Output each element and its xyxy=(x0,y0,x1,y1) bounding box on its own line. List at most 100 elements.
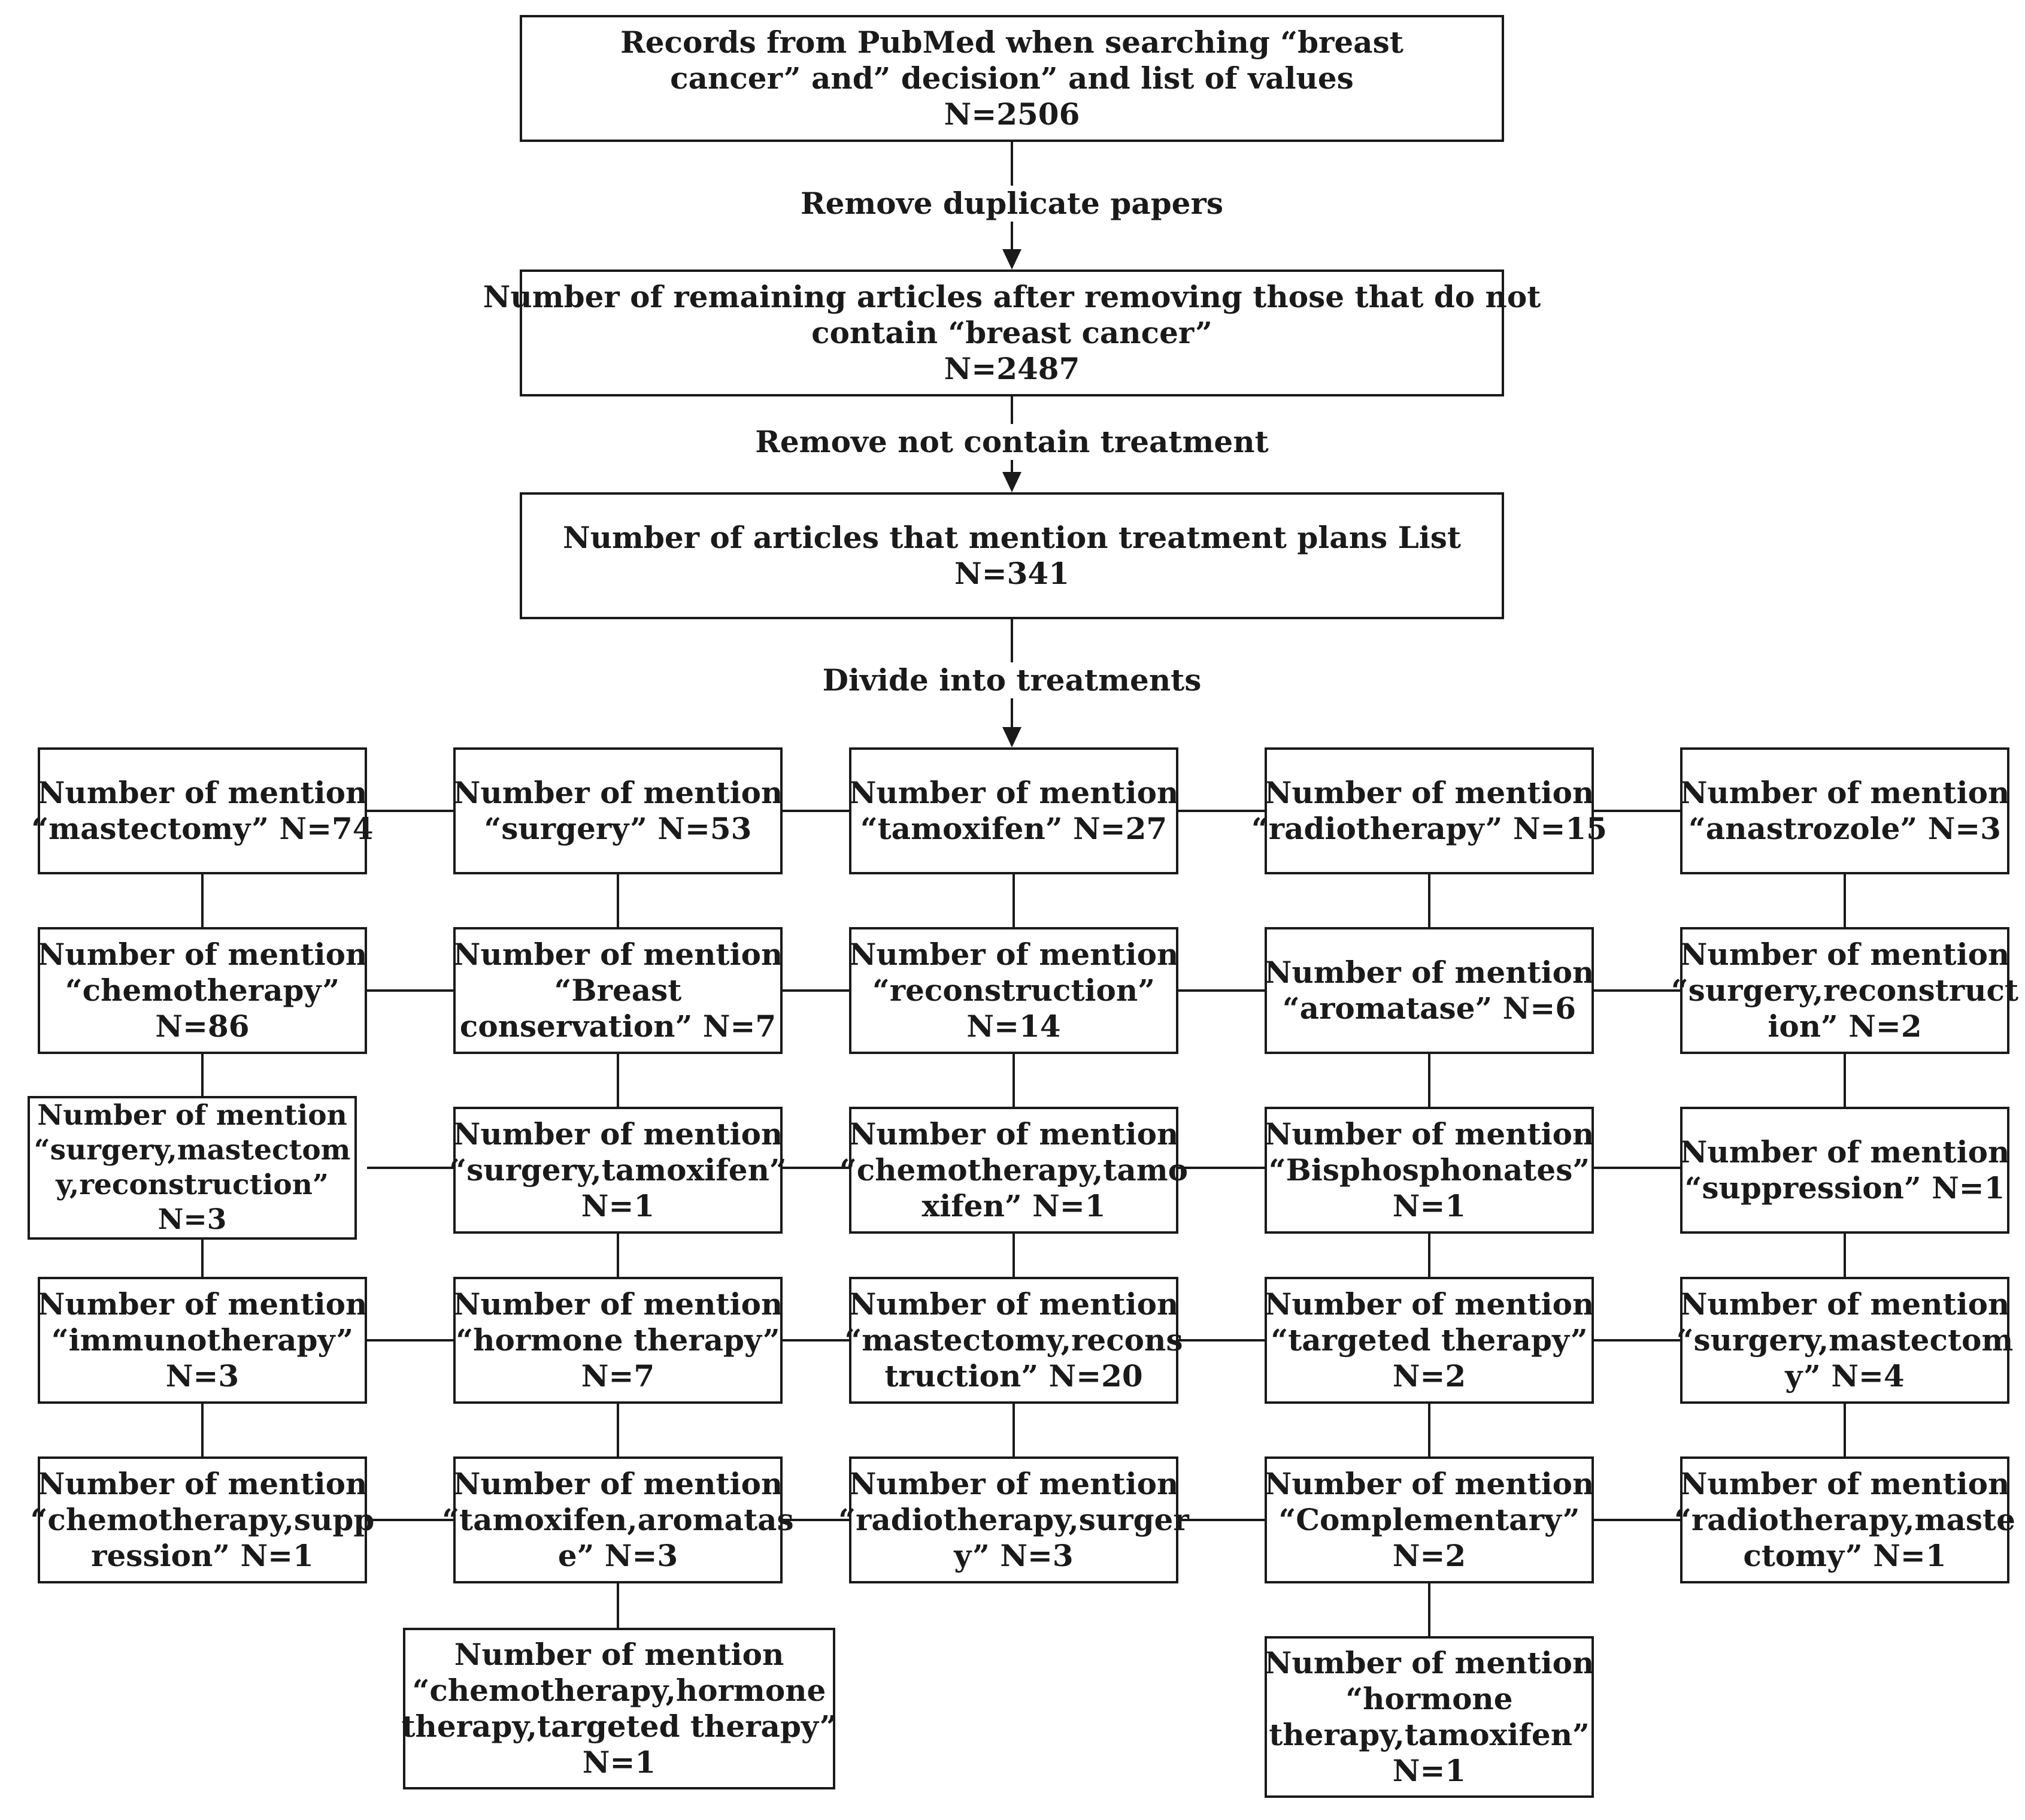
box-text-line: “chemotherapy” xyxy=(65,973,340,1008)
box-anastrozole: Number of mention“anastrozole” N=3 xyxy=(1680,747,2009,874)
box-text-line: therapy,targeted therapy” xyxy=(401,1709,837,1744)
box-text-line: N=7 xyxy=(581,1358,655,1394)
arrow-head xyxy=(1002,472,1021,492)
step-label-divide: Divide into treatments xyxy=(814,662,1210,698)
box-text-line: “surgery,mastectom xyxy=(34,1134,351,1167)
box-text-line: Number of mention xyxy=(453,1116,783,1152)
box-text-line: cancer” and” decision” and list of value… xyxy=(670,60,1354,96)
box-text-line: ion” N=2 xyxy=(1768,1009,1922,1044)
box-text-line: Number of mention xyxy=(1264,1645,1594,1680)
box-text-line: “mastectomy,recons xyxy=(844,1322,1183,1358)
box-text-line: Number of mention xyxy=(1264,775,1594,810)
arrow-head xyxy=(1002,249,1021,269)
box-text-line: “aromatase” N=6 xyxy=(1282,991,1577,1026)
box-text-line: Number of mention xyxy=(848,1286,1179,1322)
box-text-line: Number of mention xyxy=(1680,1134,2010,1170)
box-text-line: conservation” N=7 xyxy=(459,1009,777,1044)
box-text-line: “immunotherapy” xyxy=(51,1322,354,1358)
box-text-line: “targeted therapy” xyxy=(1271,1322,1588,1358)
box-suppression: Number of mention“suppression” N=1 xyxy=(1680,1107,2009,1234)
step-label-remove-no-treatment: Remove not contain treatment xyxy=(747,424,1277,460)
box-text-line: N=14 xyxy=(966,1009,1061,1044)
box-chemotherapy: Number of mention“chemotherapy”N=86 xyxy=(38,927,367,1054)
box-text-line: y” N=4 xyxy=(1785,1358,1905,1394)
box-text-line: “reconstruction” xyxy=(872,973,1155,1008)
box-text-line: ctomy” N=1 xyxy=(1743,1538,1947,1573)
box-hormone-therapy: Number of mention“hormone therapy”N=7 xyxy=(453,1277,783,1404)
box-targeted-therapy: Number of mention“targeted therapy”N=2 xyxy=(1265,1277,1594,1404)
box-text-line: Number of mention xyxy=(1264,1286,1594,1322)
box-text-line: “surgery,tamoxifen” xyxy=(449,1152,787,1188)
box-text-line: “surgery” N=53 xyxy=(484,811,752,846)
box-text-line: Number of mention xyxy=(453,937,783,972)
box-text-line: N=86 xyxy=(155,1009,250,1044)
box-immunotherapy: Number of mention“immunotherapy”N=3 xyxy=(38,1277,367,1404)
box-mastectomy: Number of mention“mastectomy” N=74 xyxy=(31,747,374,874)
arrow-head xyxy=(1002,727,1021,747)
box-text-line: Number of mention xyxy=(37,1466,368,1501)
box-reconstruction: Number of mention“reconstruction”N=14 xyxy=(849,927,1178,1054)
box-text-line: Number of mention xyxy=(1680,1286,2010,1322)
box-text-line: Number of remaining articles after remov… xyxy=(483,279,1541,314)
box-text-line: y” N=3 xyxy=(954,1538,1074,1573)
box-text-line: “Breast xyxy=(554,973,682,1008)
box-text-line: “Complementary” xyxy=(1278,1502,1580,1537)
box-text-line: Number of mention xyxy=(454,1637,784,1672)
box-text-line: therapy,tamoxifen” xyxy=(1269,1717,1590,1752)
box-pubmed-records: Records from PubMed when searching “brea… xyxy=(520,15,1504,142)
box-text-line: N=341 xyxy=(954,556,1069,591)
box-text-line: Number of mention xyxy=(1680,937,2010,972)
box-text-line: Number of articles that mention treatmen… xyxy=(563,520,1461,555)
box-text-line: N=3 xyxy=(165,1358,240,1394)
box-text-line: “surgery,reconstruct xyxy=(1671,973,2019,1008)
box-complementary: Number of mention“Complementary”N=2 xyxy=(1265,1456,1594,1583)
box-text-line: “anastrozole” N=3 xyxy=(1688,811,2001,846)
box-text-line: “radiotherapy,surger xyxy=(838,1502,1189,1537)
step-label-remove-duplicates: Remove duplicate papers xyxy=(792,186,1232,222)
box-text-line: y,reconstruction” xyxy=(56,1168,329,1201)
box-text-line: Number of mention xyxy=(453,775,783,810)
box-text-line: Number of mention xyxy=(1264,955,1594,990)
box-treatment-plans: Number of articles that mention treatmen… xyxy=(520,492,1504,619)
box-text-line: contain “breast cancer” xyxy=(811,315,1212,350)
box-text-line: Number of mention xyxy=(848,1116,1179,1152)
box-text-line: Number of mention xyxy=(1264,1116,1594,1152)
box-text-line: N=2 xyxy=(1392,1538,1466,1573)
box-text-line: Number of mention xyxy=(1264,1466,1594,1501)
box-text-line: truction” N=20 xyxy=(884,1358,1143,1394)
box-text-line: xifen” N=1 xyxy=(921,1188,1106,1224)
box-text-line: Number of mention xyxy=(848,937,1179,972)
box-text-line: “tamoxifen,aromatas xyxy=(442,1502,794,1537)
box-text-line: “hormone therapy” xyxy=(456,1322,780,1358)
box-text-line: N=2506 xyxy=(944,96,1080,132)
box-text-line: N=1 xyxy=(581,1188,655,1224)
box-remaining-articles: Number of remaining articles after remov… xyxy=(483,269,1541,396)
box-text-line: “hormone xyxy=(1345,1681,1513,1716)
box-text-line: ression” N=1 xyxy=(91,1538,314,1573)
box-surgery: Number of mention“surgery” N=53 xyxy=(453,747,783,874)
box-text-line: Number of mention xyxy=(848,1466,1179,1501)
box-text-line: Number of mention xyxy=(1680,775,2010,810)
box-text-line: “chemotherapy,hormone xyxy=(412,1673,826,1708)
box-text-line: N=2487 xyxy=(944,351,1080,386)
box-text-line: “surgery,mastectom xyxy=(1676,1322,2014,1358)
box-text-line: “suppression” N=1 xyxy=(1684,1170,2005,1206)
box-text-line: “tamoxifen” N=27 xyxy=(860,811,1168,846)
box-text-line: Number of mention xyxy=(37,1286,368,1322)
box-surgery-tamoxifen: Number of mention“surgery,tamoxifen”N=1 xyxy=(449,1107,787,1234)
box-text-line: N=2 xyxy=(1392,1358,1466,1394)
box-text-line: Number of mention xyxy=(848,775,1179,810)
box-text-line: “chemotherapy,tamo xyxy=(839,1152,1189,1188)
box-text-line: “radiotherapy” N=15 xyxy=(1251,811,1607,846)
box-text-line: “mastectomy” N=74 xyxy=(31,811,374,846)
box-text-line: Number of mention xyxy=(37,775,368,810)
